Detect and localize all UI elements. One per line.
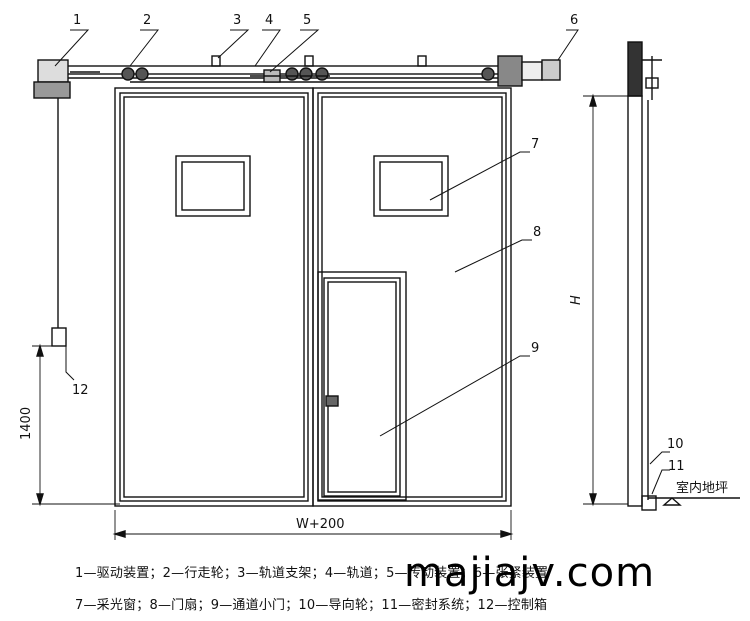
callout-11: 11 xyxy=(668,459,685,474)
watermark-text: majiajv.com xyxy=(404,550,656,596)
height-label: H xyxy=(569,295,584,305)
control-box xyxy=(51,98,67,347)
track-bracket xyxy=(417,55,427,67)
transmission-device xyxy=(250,69,330,83)
callout-1: 1 xyxy=(73,13,81,28)
callout-8: 8 xyxy=(533,225,541,240)
leader-lines xyxy=(54,29,670,495)
legend-line-1: 1—驱动装置；2—行走轮；3—轨道支架；4—轨道；5—传动装置；6—张紧装置 xyxy=(75,566,549,581)
drive-unit xyxy=(33,59,100,99)
legend-line-2: 7—采光窗；8—门扇；9—通道小门；10—导向轮；11—密封系统；12—控制箱 xyxy=(75,598,548,613)
travel-wheels xyxy=(121,67,495,81)
light-window-left xyxy=(175,155,251,217)
callout-3: 3 xyxy=(233,13,241,28)
height-dimension xyxy=(583,93,628,507)
left-door-leaf xyxy=(114,87,314,507)
callout-5: 5 xyxy=(303,13,311,28)
callout-10: 10 xyxy=(667,437,684,452)
side-view xyxy=(627,41,662,511)
switch-height-label: 1400 xyxy=(19,407,34,440)
track-bracket xyxy=(211,55,221,67)
width-label: W+200 xyxy=(296,517,345,532)
callout-4: 4 xyxy=(265,13,273,28)
callout-9: 9 xyxy=(531,341,539,356)
callout-12: 12 xyxy=(72,383,89,398)
wicket-door xyxy=(317,271,407,501)
width-dimension xyxy=(112,510,514,540)
switch-height-dimension xyxy=(32,343,120,507)
floor-symbol xyxy=(662,497,682,506)
callout-2: 2 xyxy=(143,13,151,28)
callout-7: 7 xyxy=(531,137,539,152)
light-window-right xyxy=(373,155,449,217)
callout-6: 6 xyxy=(570,13,578,28)
floor-label: 室内地坪 xyxy=(676,480,728,496)
tension-device xyxy=(497,55,561,87)
right-door-leaf xyxy=(312,87,512,507)
track-bracket xyxy=(304,55,314,67)
